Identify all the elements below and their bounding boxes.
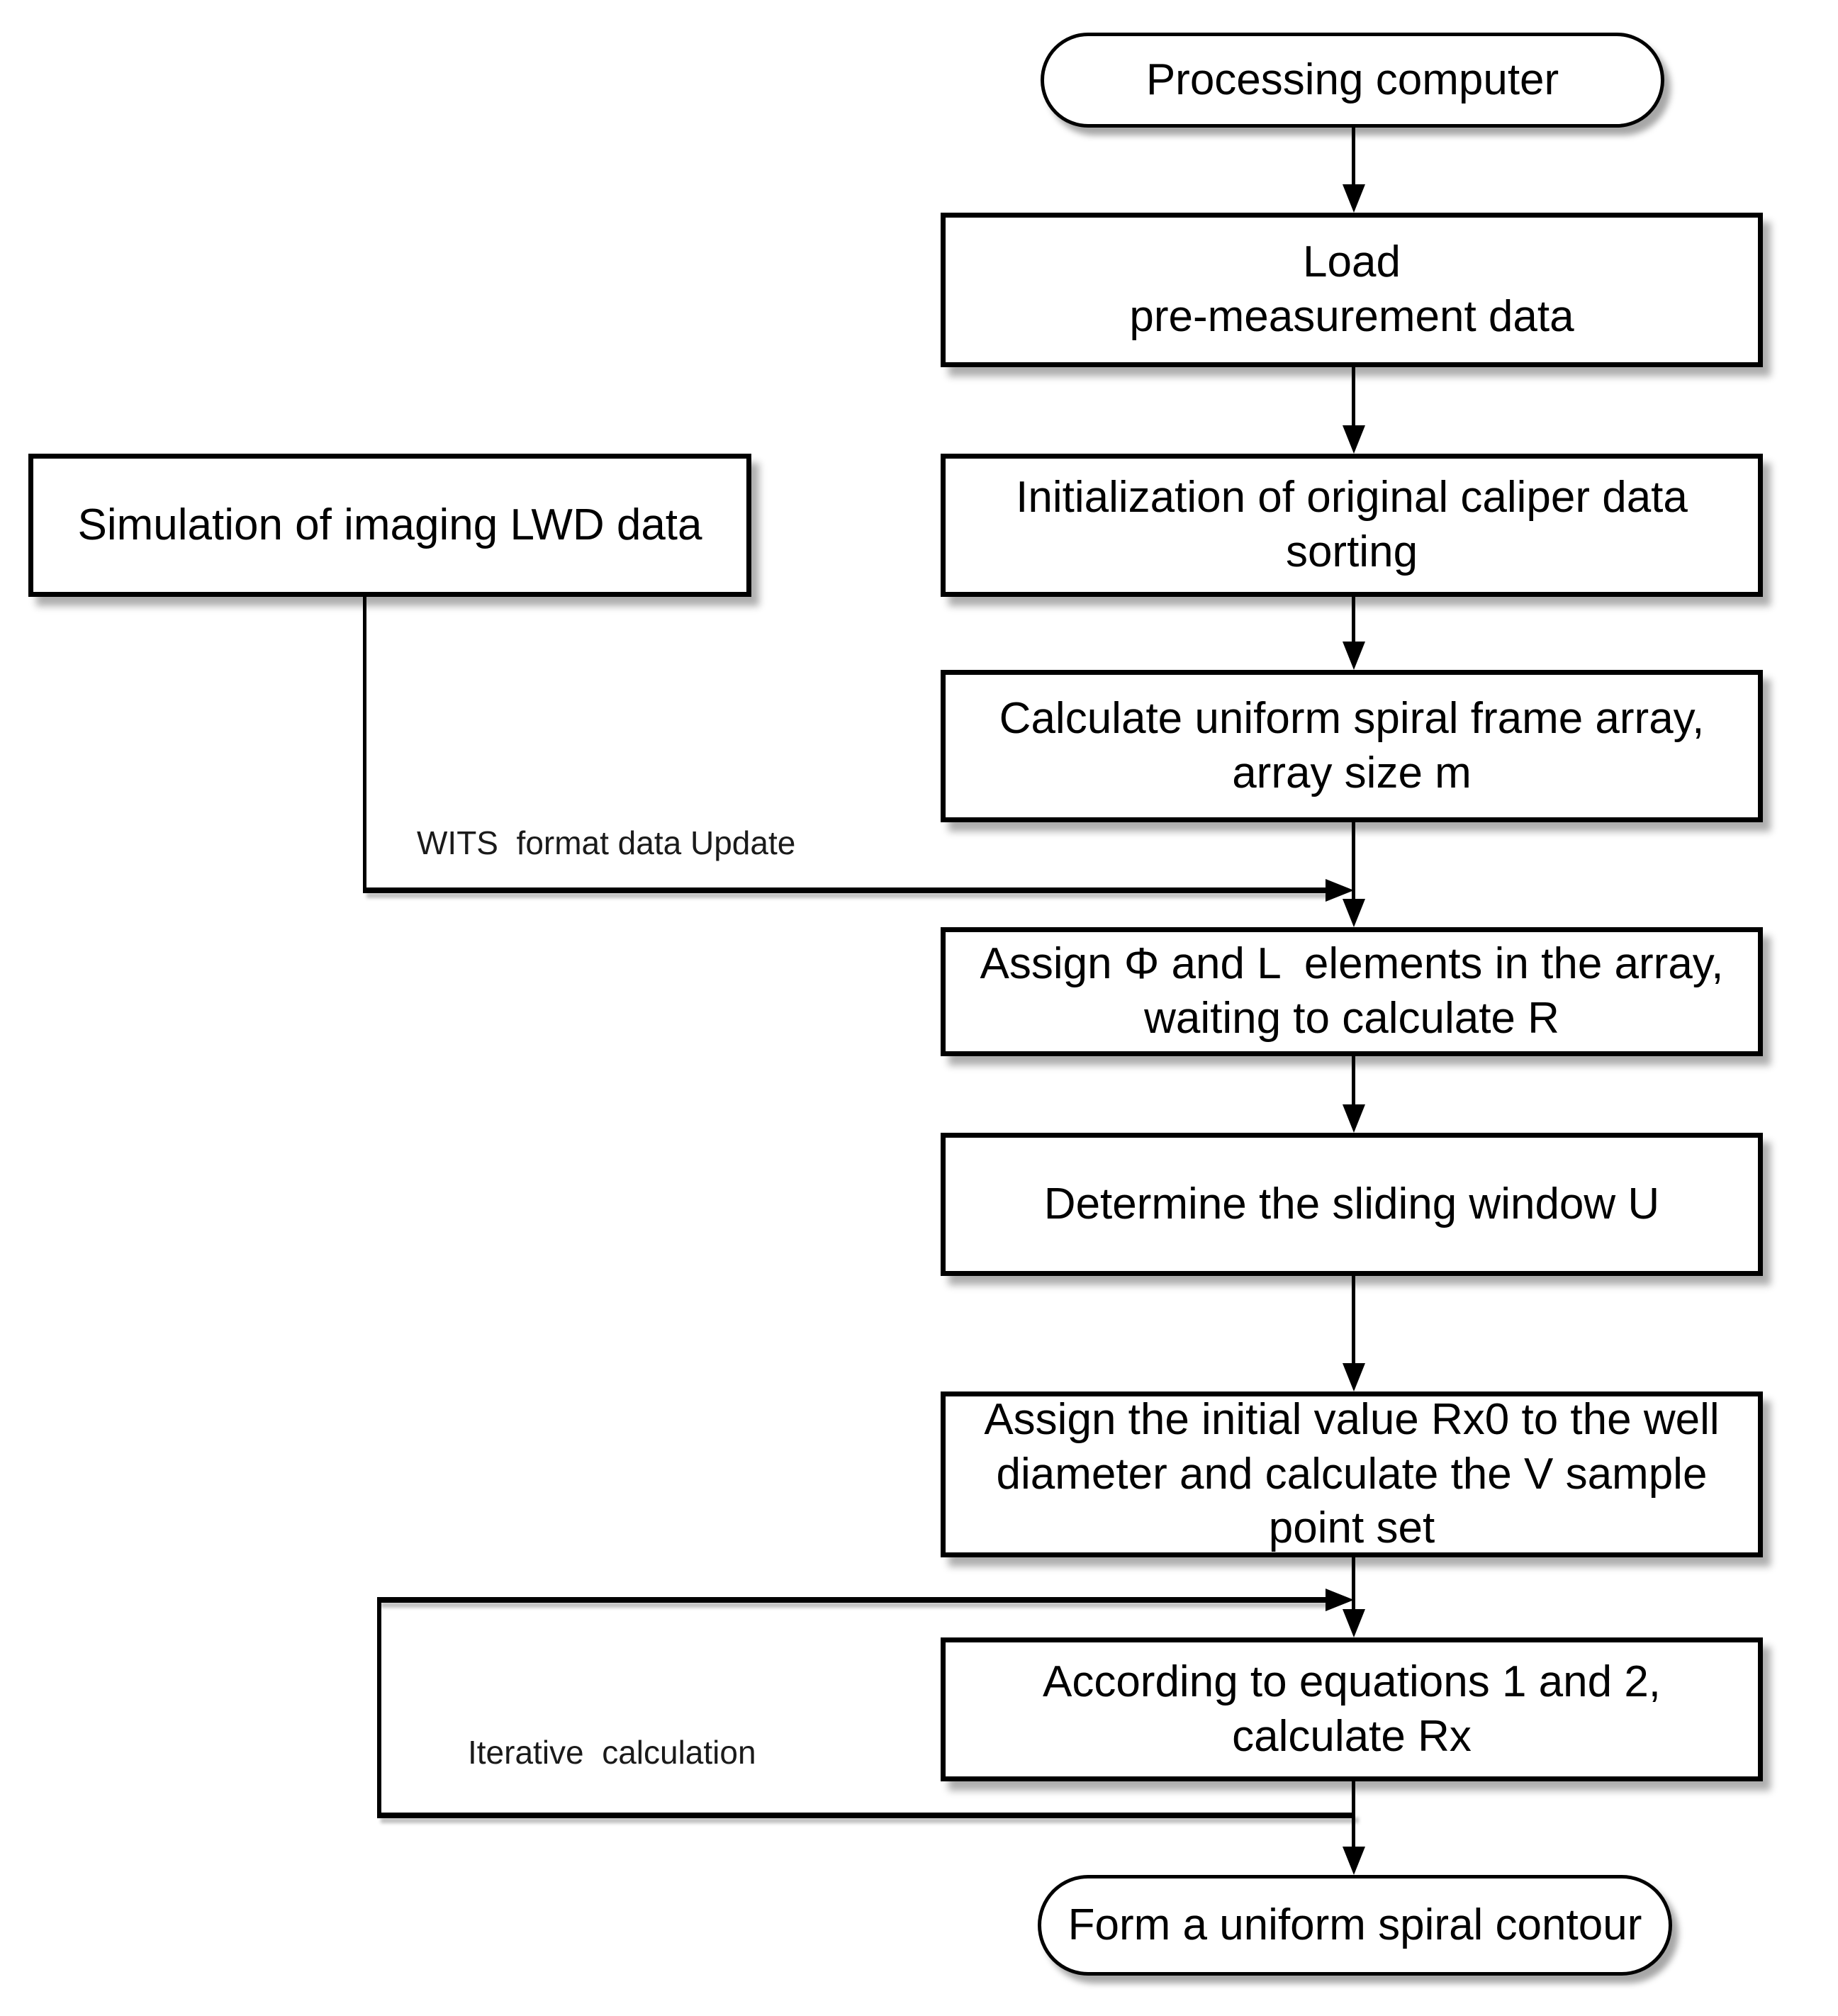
connector-load-to-init: [1352, 367, 1355, 428]
arrowhead-loop-into-trunk: [1326, 1589, 1354, 1611]
connector-assigninitial-to-equations: [1352, 1557, 1355, 1612]
connector-simulation-down: [363, 597, 366, 893]
loop-left-vertical: [377, 1597, 381, 1818]
loop-top-horizontal: [377, 1597, 1327, 1603]
node-load-data: Load pre-measurement data: [941, 213, 1763, 367]
arrowhead-wits-into-trunk: [1326, 879, 1354, 902]
node-assign-elements: Assign Φ and L elements in the array, wa…: [941, 927, 1763, 1056]
node-end-terminator: Form a uniform spiral contour: [1038, 1875, 1672, 1976]
connector-init-to-calcframe: [1352, 597, 1355, 644]
arrowhead-into-assigninitial: [1343, 1363, 1365, 1391]
connector-calcframe-to-assignelements: [1352, 822, 1355, 902]
node-sliding-window: Determine the sliding window U: [941, 1133, 1763, 1276]
connector-assignelements-to-slidingwindow: [1352, 1056, 1355, 1107]
node-assign-initial-value: Assign the initial value Rx0 to the well…: [941, 1391, 1763, 1557]
arrowhead-into-assignelements: [1343, 899, 1365, 927]
node-equations-calculate-rx: According to equations 1 and 2, calculat…: [941, 1637, 1763, 1781]
arrowhead-into-equations: [1343, 1609, 1365, 1637]
loop-bottom-horizontal: [377, 1813, 1355, 1818]
node-calculate-spiral-frame-array: Calculate uniform spiral frame array, ar…: [941, 670, 1763, 822]
node-initialization-sorting: Initialization of original caliper data …: [941, 454, 1763, 597]
connector-slidingwindow-to-assigninitial: [1352, 1276, 1355, 1366]
connector-wits-horizontal: [363, 887, 1327, 893]
connector-start-to-load: [1352, 128, 1355, 187]
node-start-terminator: Processing computer: [1041, 33, 1664, 128]
arrowhead-into-init: [1343, 425, 1365, 454]
arrowhead-into-calcframe: [1343, 642, 1365, 670]
arrowhead-into-slidingwindow: [1343, 1104, 1365, 1133]
node-simulation-lwd-data: Simulation of imaging LWD data: [28, 454, 751, 597]
edge-label-iterative-calculation: Iterative calculation: [468, 1734, 756, 1771]
arrowhead-into-load: [1343, 184, 1365, 213]
arrowhead-into-end: [1343, 1847, 1365, 1875]
edge-label-wits-format-data-update: WITS format data Update: [417, 824, 796, 861]
